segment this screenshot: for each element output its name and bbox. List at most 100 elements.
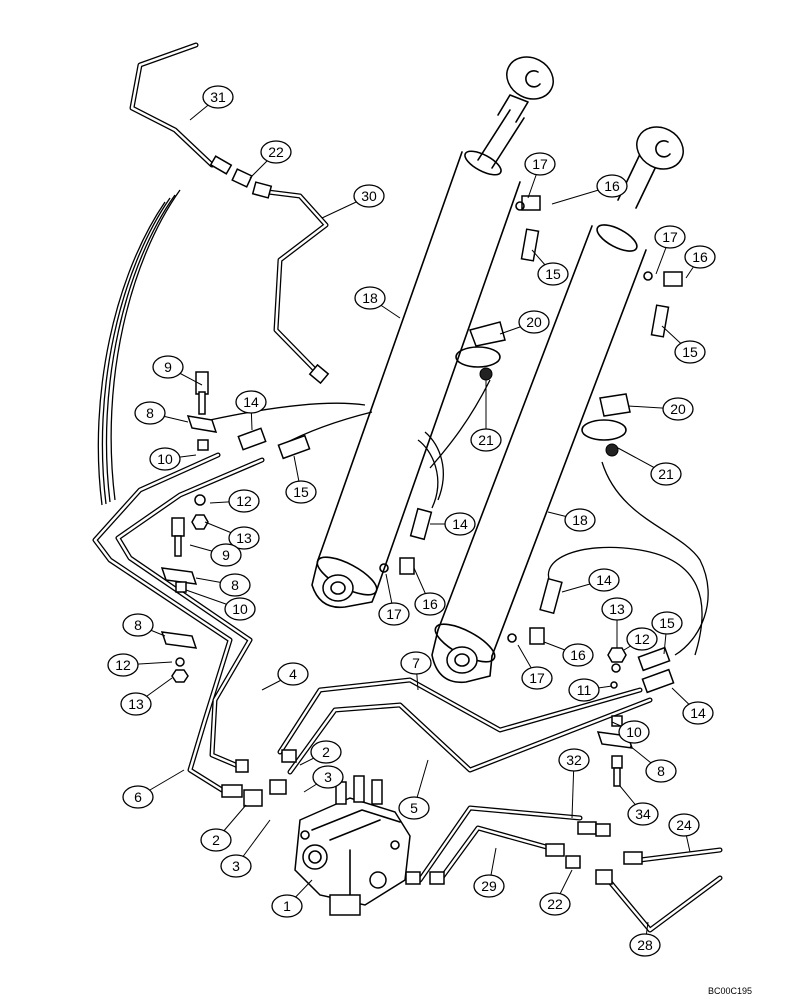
callout-bubble xyxy=(400,651,432,675)
callout-label: 12 xyxy=(115,657,131,673)
callout-bubble xyxy=(521,666,553,690)
callout-label: 16 xyxy=(570,647,586,663)
callout-20-a: 20 xyxy=(518,310,550,334)
callout-label: 29 xyxy=(481,878,497,894)
callout-bubble xyxy=(668,813,700,837)
callout-bubble xyxy=(220,854,252,878)
callout-bubble xyxy=(626,627,658,651)
callout-bubble xyxy=(524,152,556,176)
callout-label: 17 xyxy=(662,229,678,245)
callout-bubble xyxy=(271,894,303,918)
callout-label: 14 xyxy=(596,572,612,588)
callout-bubble xyxy=(674,340,706,364)
callout-label: 9 xyxy=(222,547,230,563)
callout-label: 13 xyxy=(609,601,625,617)
callout-label: 3 xyxy=(232,858,240,874)
callout-label: 15 xyxy=(682,344,698,360)
callout-21-b: 21 xyxy=(650,462,682,486)
callout-2-a: 2 xyxy=(310,740,342,764)
callout-1: 1 xyxy=(271,894,303,918)
callout-bubble xyxy=(473,874,505,898)
callout-13-a: 13 xyxy=(228,526,260,550)
callout-label: 22 xyxy=(547,896,563,912)
callout-bubble xyxy=(228,489,260,513)
callout-label: 14 xyxy=(243,394,259,410)
callout-bubble xyxy=(228,526,260,550)
callout-34: 34 xyxy=(627,802,659,826)
callout-label: 24 xyxy=(676,817,692,833)
callout-bubble xyxy=(601,597,633,621)
callout-bubble xyxy=(596,174,628,198)
callout-17-d: 17 xyxy=(521,666,553,690)
callout-bubble xyxy=(654,225,686,249)
callout-17-b: 17 xyxy=(654,225,686,249)
callout-15-a: 15 xyxy=(537,262,569,286)
callout-label: 9 xyxy=(164,359,172,375)
callout-bubble xyxy=(152,355,184,379)
callout-30: 30 xyxy=(353,184,385,208)
callout-bubble xyxy=(444,512,476,536)
callout-label: 6 xyxy=(134,789,142,805)
callout-label: 17 xyxy=(386,606,402,622)
control-valve xyxy=(294,775,411,916)
callout-bubble xyxy=(310,740,342,764)
callout-bubble xyxy=(312,765,344,789)
callout-label: 8 xyxy=(134,617,142,633)
callout-label: 11 xyxy=(577,682,592,698)
callout-8-c: 8 xyxy=(122,613,154,637)
rigid-tubes xyxy=(92,42,723,933)
callout-label: 7 xyxy=(412,655,420,671)
callout-bubble xyxy=(107,653,139,677)
callout-bubble xyxy=(285,480,317,504)
callout-2-b: 2 xyxy=(200,828,232,852)
callout-bubble xyxy=(260,140,292,164)
callout-12-c: 12 xyxy=(107,653,139,677)
callout-bubble xyxy=(277,662,309,686)
callout-label: 31 xyxy=(210,89,226,105)
callout-18-b: 18 xyxy=(564,508,596,532)
callout-label: 20 xyxy=(526,314,542,330)
callout-bubble xyxy=(200,828,232,852)
callout-bubble xyxy=(682,701,714,725)
callout-label: 13 xyxy=(236,530,252,546)
callout-11: 11 xyxy=(568,678,600,702)
callout-group: 3122301716171615182015212021981410151213… xyxy=(107,85,716,957)
callout-bubble xyxy=(235,390,267,414)
callout-label: 10 xyxy=(626,724,642,740)
callout-label: 8 xyxy=(231,577,239,593)
fittings xyxy=(160,155,683,885)
callout-18-a: 18 xyxy=(354,286,386,310)
callout-bubble xyxy=(120,692,152,716)
callout-bubble xyxy=(564,508,596,532)
callout-label: 18 xyxy=(572,512,588,528)
callout-16-b: 16 xyxy=(684,245,716,269)
callout-bubble xyxy=(627,802,659,826)
callout-label: 10 xyxy=(232,601,248,617)
callout-22-top: 22 xyxy=(260,140,292,164)
callout-bubble xyxy=(562,643,594,667)
callout-label: 2 xyxy=(322,744,330,760)
callout-bubble xyxy=(645,759,677,783)
callout-label: 8 xyxy=(146,405,154,421)
callout-bubble xyxy=(618,720,650,744)
callout-12-a: 12 xyxy=(228,489,260,513)
callout-7: 7 xyxy=(400,651,432,675)
callout-3-b: 3 xyxy=(220,854,252,878)
callout-label: 21 xyxy=(658,466,674,482)
callout-label: 4 xyxy=(289,666,297,682)
callout-14-c: 14 xyxy=(588,568,620,592)
callout-bubble xyxy=(354,286,386,310)
hydraulic-hoses xyxy=(97,189,709,656)
callout-15-b: 15 xyxy=(674,340,706,364)
callout-label: 12 xyxy=(634,631,650,647)
callout-12-b: 12 xyxy=(626,627,658,651)
callout-label: 14 xyxy=(690,705,706,721)
callout-10-a: 10 xyxy=(149,447,181,471)
callout-21-a: 21 xyxy=(470,428,502,452)
callout-17-a: 17 xyxy=(524,152,556,176)
callout-9-b: 9 xyxy=(210,543,242,567)
callout-bubble xyxy=(470,428,502,452)
callout-16-c: 16 xyxy=(414,592,446,616)
callout-10-c: 10 xyxy=(618,720,650,744)
callout-bubble xyxy=(224,597,256,621)
